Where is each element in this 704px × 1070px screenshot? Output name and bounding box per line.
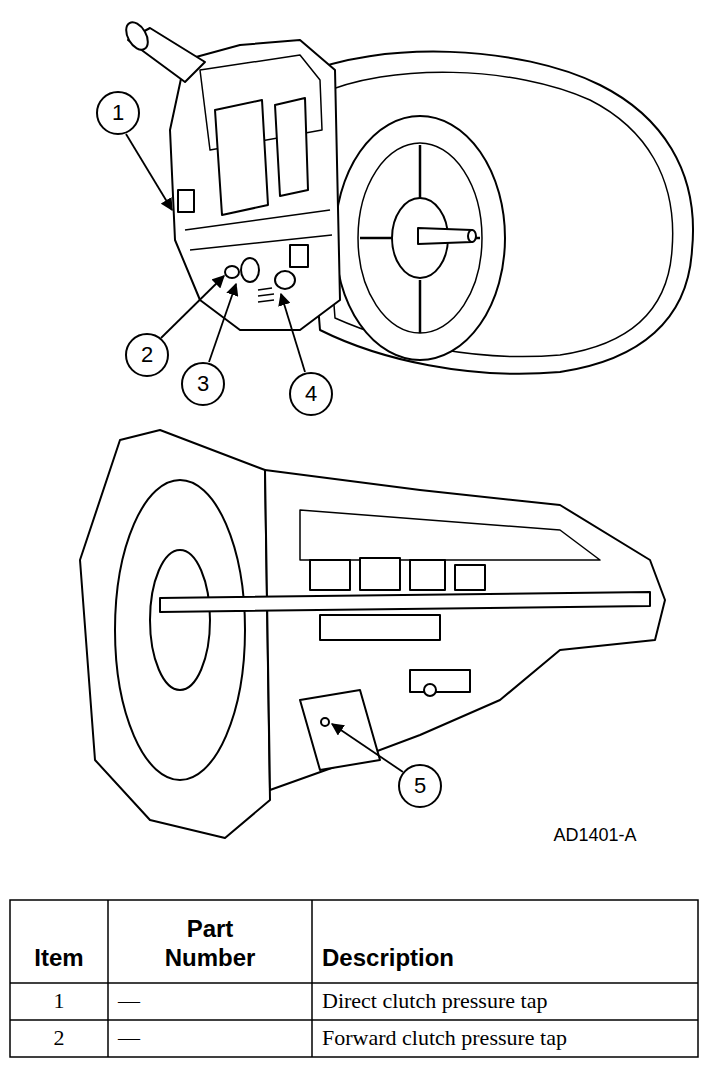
table-cell: 1 xyxy=(54,988,65,1014)
table-header: Description xyxy=(322,944,454,973)
top-view xyxy=(122,19,693,374)
table-cell: — xyxy=(108,983,148,1020)
table-cell: Direct clutch pressure tap xyxy=(322,988,547,1014)
callout-number: 5 xyxy=(414,775,426,797)
table-header: Item xyxy=(10,900,108,983)
table-cell: Forward clutch pressure tap xyxy=(312,1020,698,1057)
figure-code: AD1401-A xyxy=(530,822,660,850)
table-cell: 1 xyxy=(10,983,108,1020)
table-cell: — xyxy=(118,1025,140,1051)
callout-number: 2 xyxy=(141,344,153,366)
callout-circle: 4 xyxy=(289,372,333,416)
parts-table-grid xyxy=(10,900,698,1057)
table-cell: 2 xyxy=(54,1025,65,1051)
table-cell: Forward clutch pressure tap xyxy=(322,1025,567,1051)
callout-number: 3 xyxy=(197,373,209,395)
table-header: Part Number xyxy=(140,915,280,973)
table-header: Item xyxy=(34,944,83,973)
table-header: Description xyxy=(312,900,698,983)
figure-code: AD1401-A xyxy=(553,825,636,847)
callout-circle: 1 xyxy=(96,91,140,135)
side-view xyxy=(80,430,665,838)
callout-circle: 3 xyxy=(181,362,225,406)
callout-number: 1 xyxy=(112,102,124,124)
callout-number: 4 xyxy=(305,383,317,405)
callout-circle: 5 xyxy=(398,764,442,808)
table-cell: 2 xyxy=(10,1020,108,1057)
table-cell: Direct clutch pressure tap xyxy=(312,983,698,1020)
table-cell: — xyxy=(118,988,140,1014)
leader-lines xyxy=(126,134,403,772)
table-cell: — xyxy=(108,1020,148,1057)
table-header: Part Number xyxy=(108,900,312,983)
callout-circle: 2 xyxy=(125,333,169,377)
